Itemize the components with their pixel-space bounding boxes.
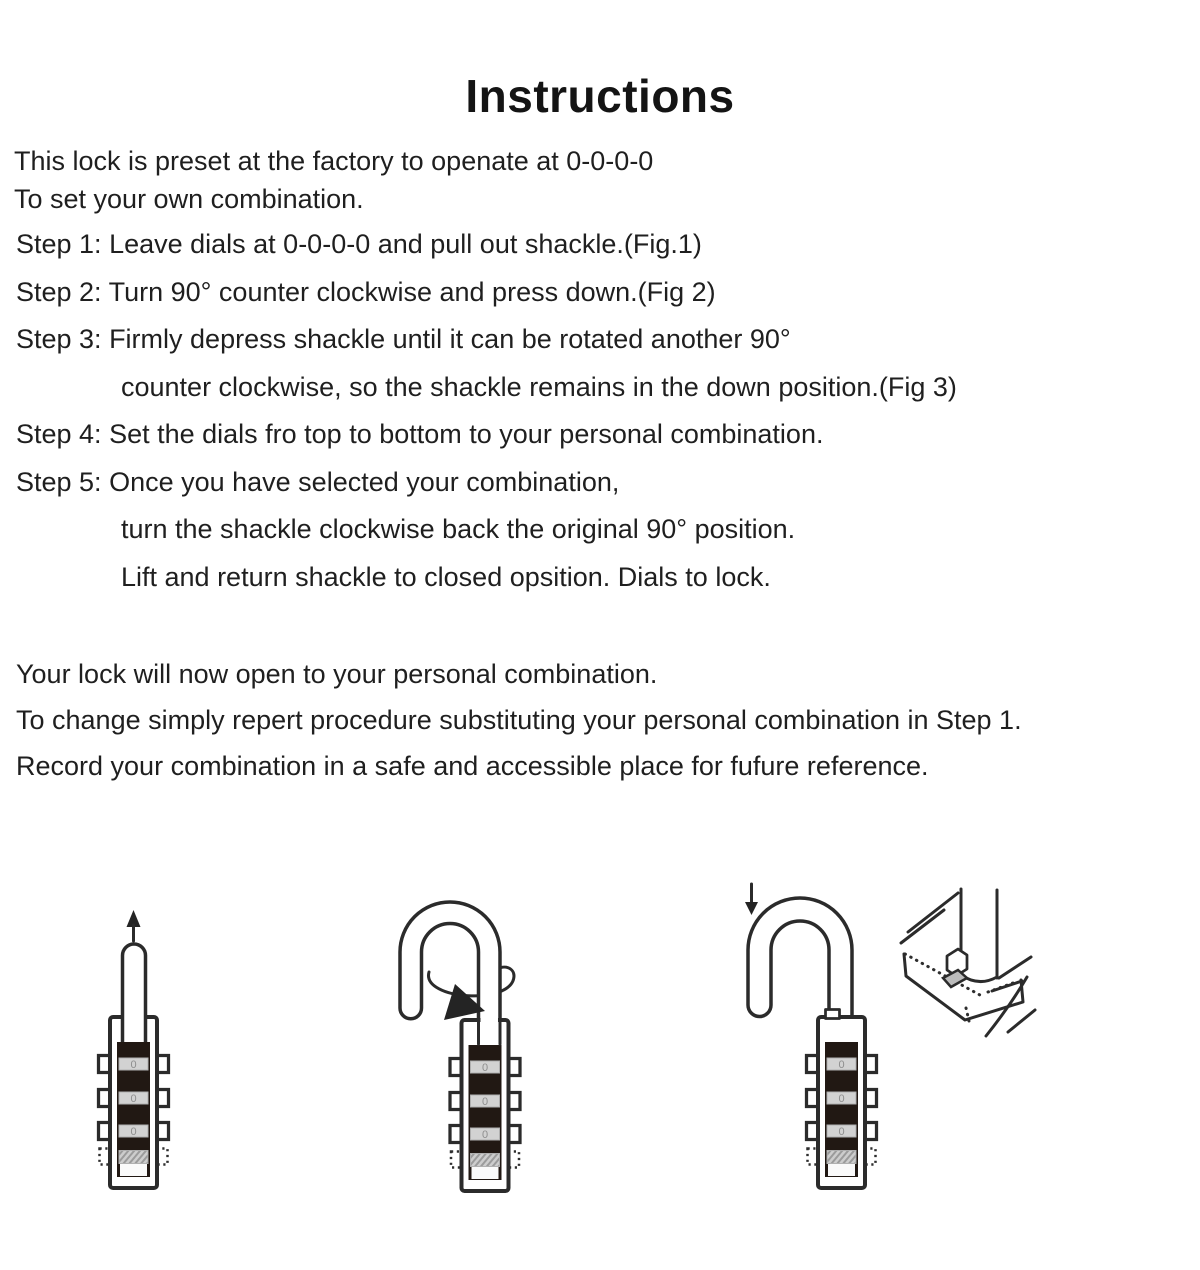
step-3: Step 3: Firmly depress shackle until it …	[16, 324, 791, 354]
latch-tab-shadow	[941, 968, 970, 989]
outro-paragraph: Your lock will now open to your personal…	[0, 651, 1200, 789]
step-5-continued-1: turn the shackle clockwise back the orig…	[121, 514, 796, 544]
steps-list: Step 1: Leave dials at 0-0-0-0 and pull …	[0, 221, 1200, 601]
rotate-counterclockwise-arrow-icon	[444, 984, 485, 1020]
base-slab-edge	[990, 979, 1024, 993]
rotation-arc	[427, 965, 516, 998]
shackle-open	[746, 896, 854, 1022]
base-corner-sweep	[984, 975, 1029, 1038]
outro-line-3: Record your combination in a safe and ac…	[16, 751, 929, 781]
step-3-continued: counter clockwise, so the shackle remain…	[121, 371, 957, 402]
up-arrow-icon	[126, 910, 141, 927]
step-4: Step 4: Set the dials fro top to bottom …	[16, 419, 824, 449]
instruction-sheet: { "title": "Instructions", "intro": [ "T…	[0, 70, 1200, 1270]
figures-illustration: 0 0 0	[96, 882, 1037, 1193]
base-corner-line	[1006, 1008, 1037, 1034]
page-title: Instructions	[465, 70, 735, 122]
down-arrow-icon	[745, 902, 758, 915]
step-5: Step 5: Once you have selected your comb…	[16, 466, 620, 497]
lock-body-fig2	[448, 1018, 522, 1193]
step-2: Step 2: Turn 90° counter clockwise and p…	[16, 276, 716, 307]
figure-3-press-down	[745, 882, 879, 1190]
shackle-collar	[824, 1008, 841, 1020]
intro-line-2: To set your own combination.	[14, 184, 364, 214]
outro-line-2: To change simply repert procedure substi…	[16, 705, 1022, 735]
figure-3-detail-shackle-seat	[899, 887, 1037, 1038]
figure-2-turn-counter-clockwise	[398, 900, 522, 1193]
step-5-continued-2: Lift and return shackle to closed opsiti…	[121, 561, 771, 592]
latch-tab	[945, 947, 969, 978]
hasp-edge-line	[899, 908, 946, 945]
outro-line-1: Your lock will now open to your personal…	[16, 659, 658, 689]
intro-paragraph: This lock is preset at the factory to op…	[0, 142, 1200, 218]
shackle-rod	[120, 942, 148, 1042]
hidden-edge-dotted	[964, 1006, 971, 1023]
lock-body-fig1	[96, 1015, 171, 1190]
lock-body-fig3	[804, 1015, 879, 1190]
base-slab-back-edge	[997, 955, 1033, 980]
figure-1-pull-out-shackle	[96, 910, 171, 1190]
intro-line-1: This lock is preset at the factory to op…	[14, 146, 654, 176]
shackle-leg-overlap	[480, 1018, 498, 1044]
hasp-edge-line	[906, 891, 960, 934]
base-slab-outline	[902, 952, 1025, 1022]
step-1: Step 1: Leave dials at 0-0-0-0 and pull …	[16, 229, 702, 259]
hidden-edge-dotted	[903, 952, 982, 997]
shackle-open	[398, 900, 502, 1023]
